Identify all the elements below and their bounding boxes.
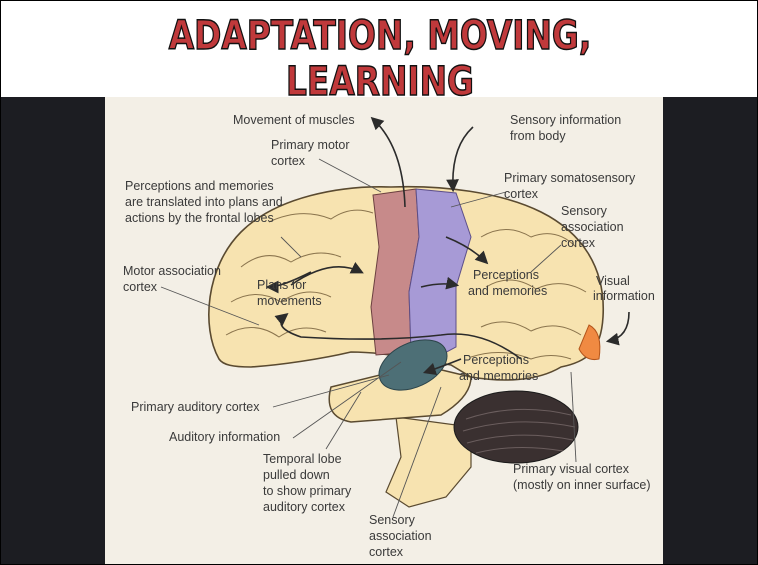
label-auditory-information: Auditory information xyxy=(169,430,280,444)
label-frontal-lobes: Perceptions and memories are translated … xyxy=(125,179,286,225)
label-primary-auditory-cortex: Primary auditory cortex xyxy=(131,400,260,414)
label-movement-of-muscles: Movement of muscles xyxy=(233,113,355,127)
brain-diagram: Movement of muscles Sensory information … xyxy=(1,97,758,565)
cerebellum xyxy=(454,391,578,463)
slide-title: ADAPTATION, MOVING, LEARNING xyxy=(69,13,691,105)
